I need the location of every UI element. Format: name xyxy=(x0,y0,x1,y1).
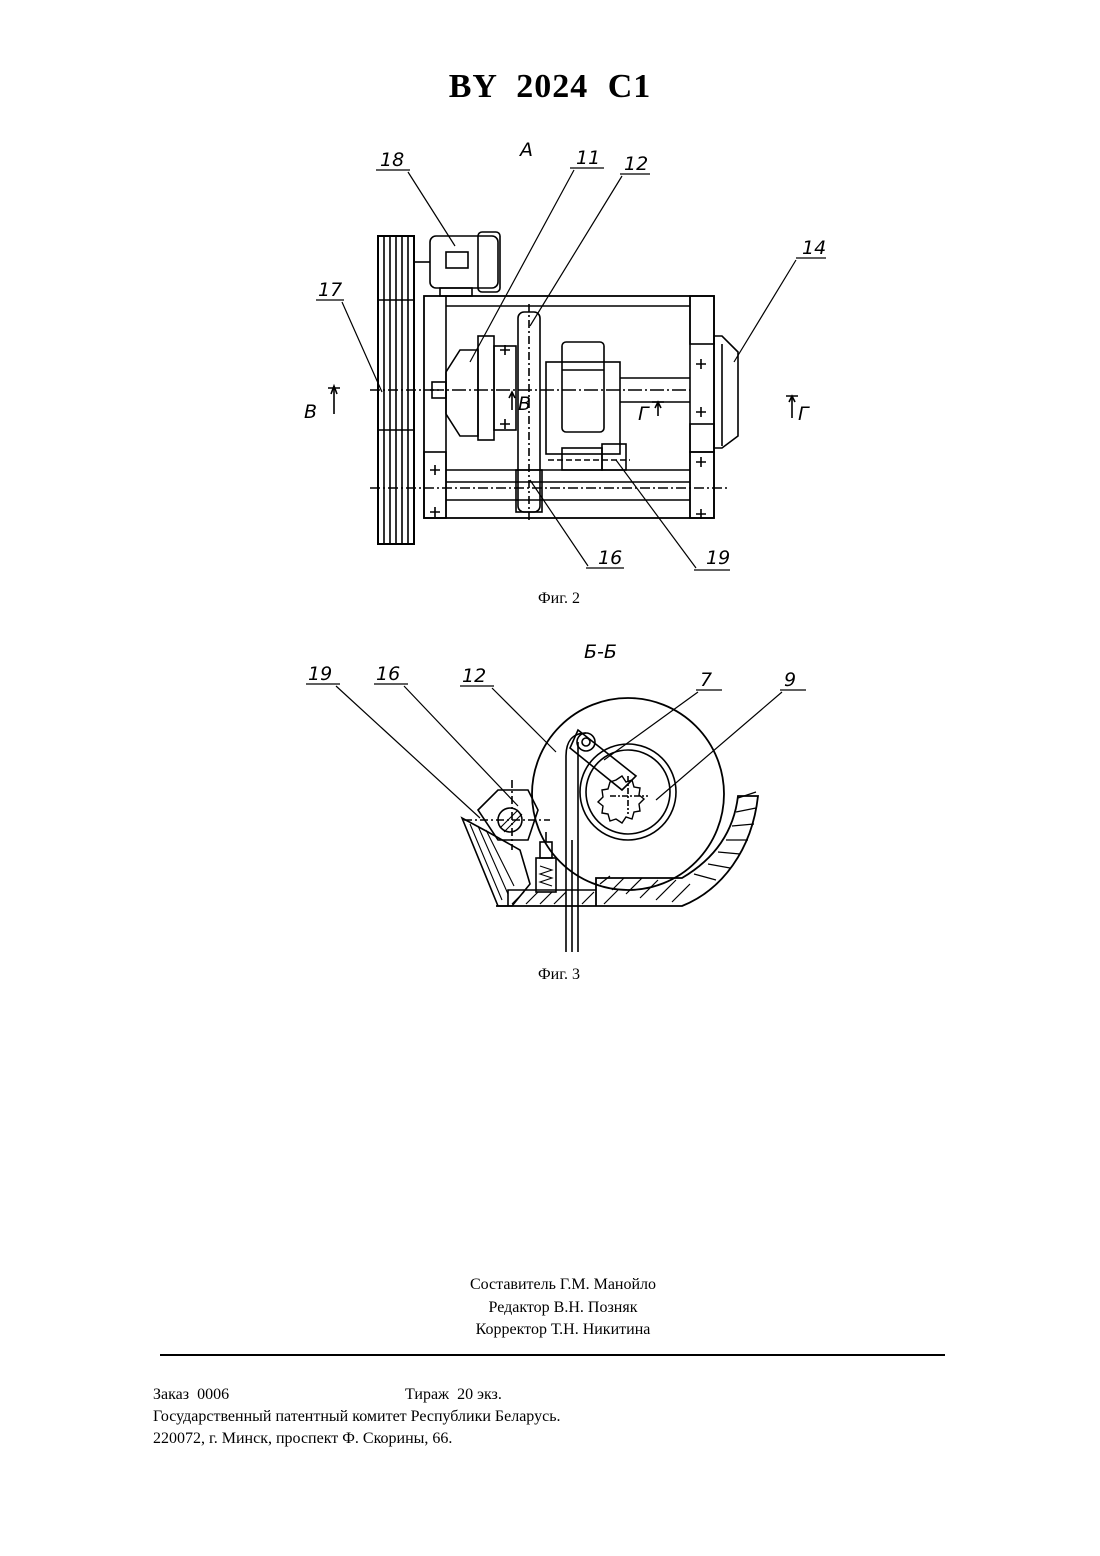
coupling-11 xyxy=(430,336,690,440)
fig2-view-label: А xyxy=(518,139,533,161)
section-mark-v-mid: В xyxy=(518,393,531,415)
fig3-section-label: Б-Б xyxy=(584,641,617,663)
grinding-wheel xyxy=(546,342,690,470)
fig3-caption: Фиг. 3 xyxy=(538,966,580,984)
fig3-label-12: 12 xyxy=(462,665,486,687)
fig2-label-16: 16 xyxy=(598,547,622,569)
order-number: Заказ 0006 xyxy=(153,1384,405,1406)
fig2-label-12: 12 xyxy=(624,153,648,175)
fig3-leaders xyxy=(306,684,806,818)
fig2-caption: Фиг. 2 xyxy=(538,590,580,608)
order-row: Заказ 0006Тираж 20 экз. xyxy=(153,1384,561,1406)
fig3-label-16: 16 xyxy=(376,663,400,685)
credits-block: Составитель Г.М. Манойло Редактор В.Н. П… xyxy=(0,1274,1100,1342)
fig2-label-11: 11 xyxy=(576,147,600,169)
section-mark-g-left: Г xyxy=(638,403,650,425)
publication-footer: Заказ 0006Тираж 20 экз. Государственный … xyxy=(153,1384,561,1450)
frame xyxy=(370,296,730,519)
section-mark-g-right: Г xyxy=(798,403,810,425)
committee-address: 220072, г. Минск, проспект Ф. Скорины, 6… xyxy=(153,1428,561,1450)
compiler-line: Составитель Г.М. Манойло xyxy=(0,1274,1100,1297)
divider-rule xyxy=(160,1354,945,1356)
spring-plunger xyxy=(536,832,556,892)
circulation: Тираж 20 экз. xyxy=(405,1384,502,1406)
fig2-label-19: 19 xyxy=(706,547,730,569)
committee-name: Государственный патентный комитет Респуб… xyxy=(153,1406,561,1428)
fig3-label-7: 7 xyxy=(700,669,712,691)
headstock-14 xyxy=(714,336,738,448)
fig3-label-19: 19 xyxy=(308,663,332,685)
fig2-leaders xyxy=(316,168,826,570)
fig2-label-17: 17 xyxy=(318,279,342,301)
proofreader-line: Корректор Т.Н. Никитина xyxy=(0,1319,1100,1342)
section-markers: В В Г Г xyxy=(304,386,810,425)
motor-18 xyxy=(414,232,500,296)
fig3-label-9: 9 xyxy=(784,669,796,691)
figure-3-drawing: Б-Б xyxy=(306,641,806,952)
fig2-label-14: 14 xyxy=(802,237,826,259)
editor-line: Редактор В.Н. Позняк xyxy=(0,1297,1100,1320)
section-mark-v-left: В xyxy=(304,401,317,423)
figure-2-drawing: А xyxy=(304,139,826,570)
fig2-label-18: 18 xyxy=(380,149,404,171)
